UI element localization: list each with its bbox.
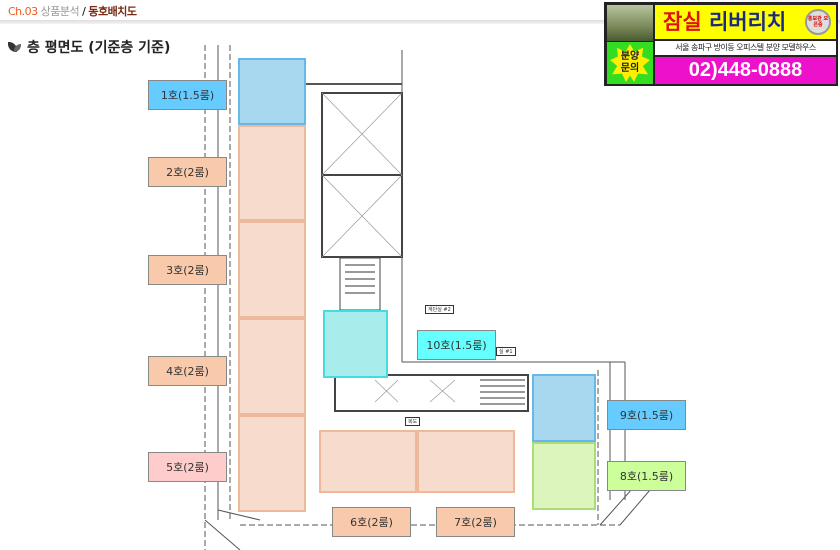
unit-label-5[interactable]: 5호(2룸) [148,452,227,482]
unit-7-plan [417,430,515,493]
page-title-text: 층 평면도 (기준층 기준) [27,40,171,56]
unit-label-4[interactable]: 4호(2룸) [148,356,227,386]
unit-label-7[interactable]: 7호(2룸) [436,507,515,537]
unit-5-plan [238,415,306,512]
ad-phone[interactable]: 02)448-0888 [655,57,836,84]
ad-title-blue: 리버리치 [708,10,787,34]
building-photo [607,5,653,41]
ad-title: 잠실 리버리치 홍보관 오픈중 [655,5,836,39]
open-badge: 홍보관 오픈중 [805,9,831,35]
current-page: 동호배치도 [88,5,137,18]
unit-3-plan [238,221,306,318]
unit-label-9[interactable]: 9호(1.5룸) [607,400,686,430]
stair-2-tag: 계단실 #2 [425,305,454,314]
unit-9-plan [532,374,596,442]
unit-1-plan [238,58,306,125]
unit-label-3[interactable]: 3호(2룸) [148,255,227,285]
unit-label-1[interactable]: 1호(1.5룸) [148,80,227,110]
unit-8-plan [532,442,596,510]
divider [0,20,840,24]
unit-4-plan [238,318,306,415]
chapter-label: Ch.03 [8,5,38,18]
unit-label-2[interactable]: 2호(2룸) [148,157,227,187]
inquiry-line1: 분양 [620,51,640,62]
corridor-tag: 복도 [405,417,421,426]
inquiry-line2: 문의 [620,63,640,74]
unit-label-8[interactable]: 8호(1.5룸) [607,461,686,491]
unit-2-plan [238,125,306,221]
unit-label-6[interactable]: 6호(2룸) [332,507,411,537]
page-title: 층 평면도 (기준층 기준) [8,37,170,57]
leaf-icon [8,41,22,53]
ad-title-red: 잠실 [663,10,702,34]
breadcrumb: Ch.03 상품분석 / 동호배치도 [8,3,137,19]
section-link[interactable]: 상품분석 [40,5,80,18]
unit-10-plan [323,310,388,378]
unit-label-10[interactable]: 10호(1.5룸) [417,330,496,360]
unit-6-plan [319,430,417,493]
ad-subtitle: 서울 송파구 방이동 오피스텔 분양 모델하우스 [655,41,836,55]
breadcrumb-separator: / [82,5,86,18]
stair-1-tag: 실 #1 [496,347,516,356]
